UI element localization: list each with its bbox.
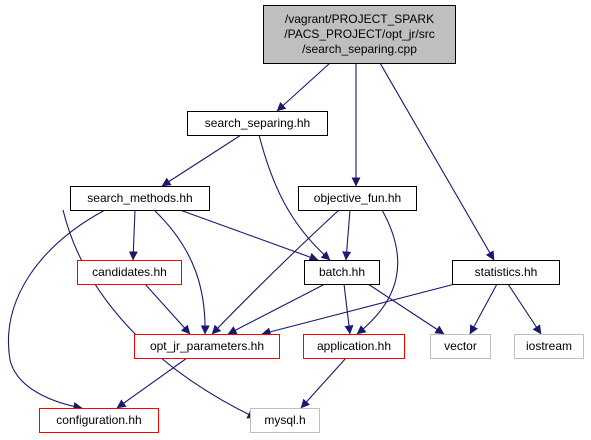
edge-application-to-mysql: [300, 357, 347, 409]
edge-candidates-to-opt_jr_parameters: [144, 283, 191, 335]
node-box: [134, 334, 280, 359]
node-box: [514, 334, 584, 359]
edges: [8, 62, 542, 419]
node-mysql[interactable]: mysql.h: [250, 408, 320, 433]
edge-search_separing-to-search_methods: [161, 134, 242, 187]
node-search_separing[interactable]: search_separing.hh: [187, 111, 328, 136]
node-box: [303, 334, 405, 359]
edge-search_separing-to-batch: [258, 134, 331, 261]
node-label: vector: [444, 339, 477, 353]
node-box: [298, 186, 417, 211]
edge-statistics-to-vector: [469, 283, 498, 335]
node-objective_fun[interactable]: objective_fun.hh: [298, 186, 417, 211]
node-label: /vagrant/PROJECT_SPARK: [285, 12, 434, 26]
node-box: [70, 186, 210, 211]
node-label: candidates.hh: [92, 265, 167, 279]
node-box: [187, 111, 328, 136]
node-label: iostream: [526, 339, 572, 353]
node-iostream[interactable]: iostream: [514, 334, 584, 359]
node-label: search_methods.hh: [87, 191, 192, 205]
node-batch[interactable]: batch.hh: [304, 260, 380, 285]
node-box: [77, 260, 182, 285]
node-label: mysql.h: [264, 413, 305, 427]
nodes: /vagrant/PROJECT_SPARK/PACS_PROJECT/opt_…: [39, 5, 584, 433]
node-vector[interactable]: vector: [430, 334, 491, 359]
node-box: [39, 408, 159, 433]
edge-statistics-to-opt_jr_parameters: [261, 277, 479, 337]
edge-search_methods-to-configuration: [8, 209, 106, 411]
node-label: batch.hh: [319, 265, 365, 279]
node-opt_jr_parameters[interactable]: opt_jr_parameters.hh: [134, 334, 280, 359]
node-label: statistics.hh: [475, 265, 538, 279]
node-box: [452, 260, 560, 285]
edge-src-to-statistics: [379, 62, 495, 261]
node-box: [263, 5, 456, 64]
node-configuration[interactable]: configuration.hh: [39, 408, 159, 433]
node-label: application.hh: [317, 339, 391, 353]
edge-opt_jr_parameters-to-configuration: [116, 357, 188, 409]
node-application[interactable]: application.hh: [303, 334, 405, 359]
node-src[interactable]: /vagrant/PROJECT_SPARK/PACS_PROJECT/opt_…: [263, 5, 456, 64]
edge-search_methods-to-candidates: [128, 209, 138, 261]
node-statistics[interactable]: statistics.hh: [452, 260, 560, 285]
node-candidates[interactable]: candidates.hh: [77, 260, 182, 285]
edge-objective_fun-to-opt_jr_parameters: [211, 209, 340, 335]
edge-src-to-search_separing: [276, 62, 331, 112]
node-box: [430, 334, 491, 359]
edge-statistics-to-iostream: [507, 283, 542, 335]
edge-batch-to-application: [343, 283, 354, 335]
node-label: /PACS_PROJECT/opt_jr/src: [284, 27, 434, 41]
edge-search_methods-to-mysql: [62, 209, 257, 419]
edge-search_methods-to-opt_jr_parameters: [153, 209, 210, 335]
node-label: search_separing.hh: [205, 116, 310, 130]
node-search_methods[interactable]: search_methods.hh: [70, 186, 210, 211]
node-label: configuration.hh: [56, 413, 141, 427]
node-label: /search_separing.cpp: [302, 42, 417, 56]
edge-search_methods-to-batch: [179, 209, 319, 262]
node-label: opt_jr_parameters.hh: [150, 339, 264, 353]
edge-batch-to-vector: [367, 283, 445, 335]
node-box: [250, 408, 320, 433]
node-label: objective_fun.hh: [314, 191, 401, 205]
edge-objective_fun-to-batch: [342, 209, 352, 261]
node-box: [304, 260, 380, 285]
edge-batch-to-opt_jr_parameters: [227, 283, 326, 335]
edge-objective_fun-to-application: [356, 209, 399, 335]
